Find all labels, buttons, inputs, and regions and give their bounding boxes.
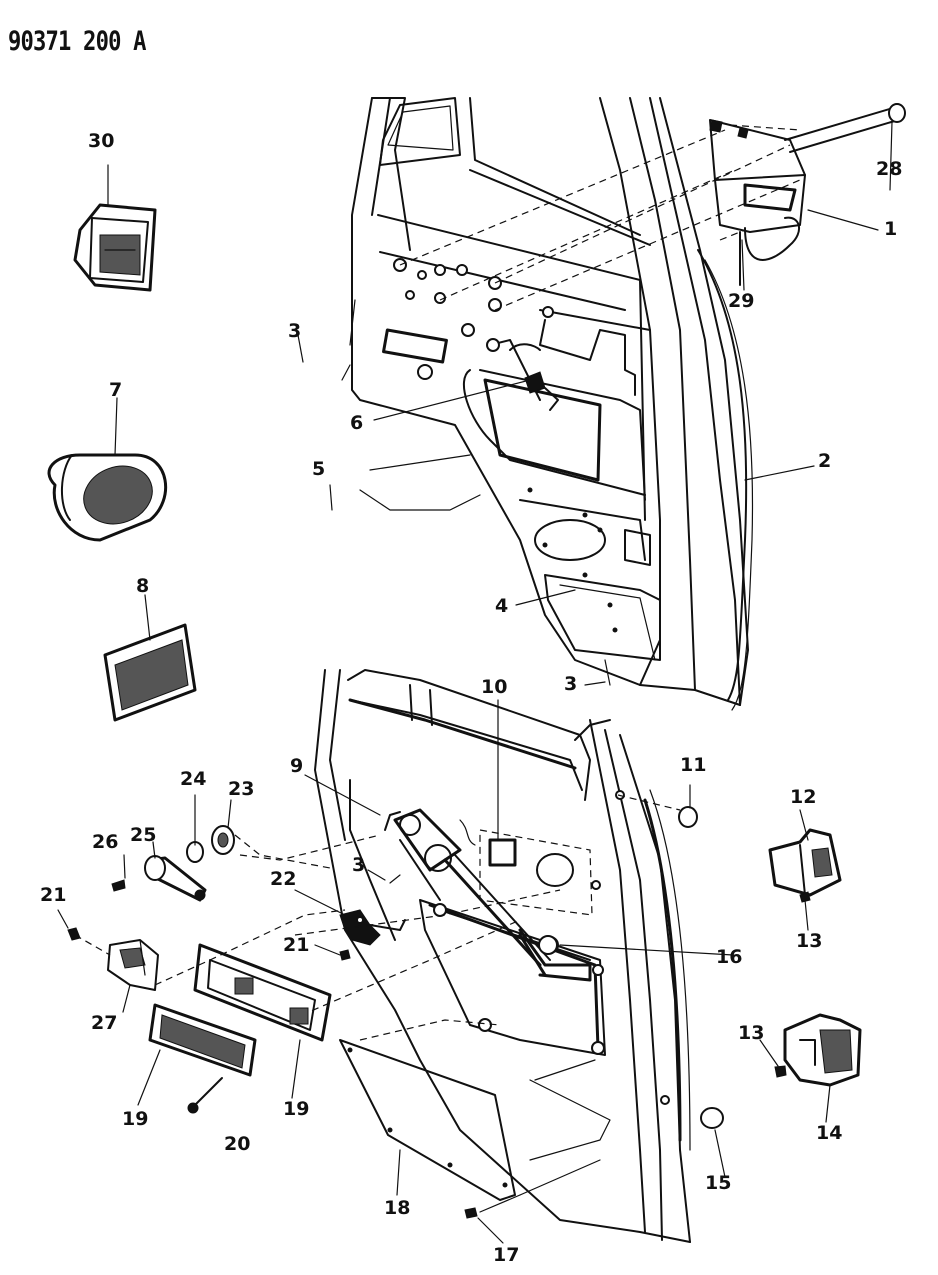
callout-14: 14: [816, 1122, 843, 1144]
callout-19-left: 19: [122, 1108, 149, 1130]
window-regulator-icon: [384, 808, 551, 977]
trim-panel-icon: [103, 623, 197, 722]
callout-3-mid: 3: [564, 673, 578, 695]
door-shell-lower-icon: [314, 669, 691, 1243]
callout-19-right: 19: [283, 1098, 310, 1120]
callout-8: 8: [136, 575, 150, 597]
latch-cover-icon: [107, 939, 159, 991]
mirror-bracket-icon: [709, 103, 906, 286]
speaker-icon: [47, 453, 167, 542]
callout-20: 20: [224, 1133, 251, 1155]
callout-3-lower: 3: [352, 854, 366, 876]
callout-27: 27: [91, 1012, 118, 1034]
callout-24: 24: [180, 768, 207, 790]
callout-4: 4: [495, 595, 509, 617]
callout-23: 23: [228, 778, 255, 800]
callout-29: 29: [728, 290, 755, 312]
callout-26: 26: [92, 831, 119, 853]
callout-17: 17: [493, 1244, 520, 1266]
door-shell-upper-icon: [351, 97, 754, 711]
callout-3-upper: 3: [288, 320, 302, 342]
callout-13-upper: 13: [796, 930, 823, 952]
callout-9: 9: [290, 755, 304, 777]
hinge-lower-icon: [774, 1013, 862, 1087]
callout-28: 28: [876, 158, 903, 180]
hinge-icon: [768, 828, 842, 903]
callout-21-mid: 21: [283, 934, 310, 956]
callout-1: 1: [884, 218, 898, 240]
window-crank-icon: [111, 825, 235, 902]
callout-16: 16: [716, 946, 743, 968]
callout-21-left: 21: [40, 884, 67, 906]
callout-5: 5: [312, 458, 326, 480]
callout-2: 2: [818, 450, 832, 472]
callout-6: 6: [350, 412, 364, 434]
callout-18: 18: [384, 1197, 411, 1219]
callout-12: 12: [790, 786, 817, 808]
document-code: 90371 200 A: [8, 26, 146, 57]
callout-22: 22: [270, 868, 297, 890]
callout-7: 7: [109, 379, 123, 401]
callout-10: 10: [481, 676, 508, 698]
callout-30: 30: [88, 130, 115, 152]
callout-15: 15: [705, 1172, 732, 1194]
callout-25: 25: [130, 824, 157, 846]
callout-11: 11: [680, 754, 707, 776]
handle-bezel-icon: [73, 203, 157, 292]
pull-handle-icon: [148, 943, 332, 1077]
callout-13-lower: 13: [738, 1022, 765, 1044]
